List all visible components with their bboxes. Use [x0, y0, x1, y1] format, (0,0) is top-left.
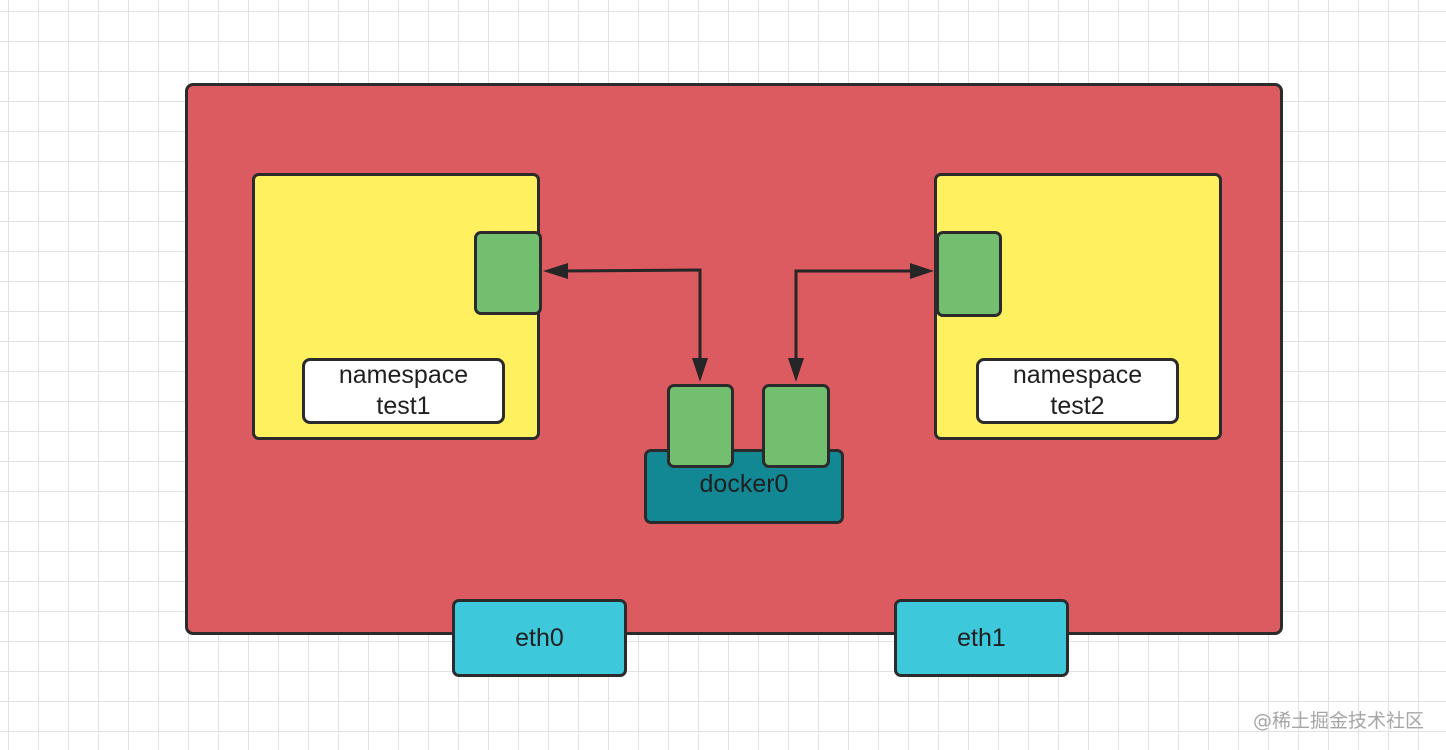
bridge-port-right	[762, 384, 830, 468]
eth1-nic: eth1	[894, 599, 1069, 677]
namespace-test2-label-line2: test2	[1050, 392, 1105, 420]
namespace-test1-label-line1: namespace	[338, 361, 469, 389]
eth1-label: eth1	[957, 623, 1006, 652]
docker0-bridge-label: docker0	[699, 470, 789, 498]
namespace-test2-label: namespace test2	[976, 358, 1179, 424]
eth0-label: eth0	[515, 623, 564, 652]
eth0-nic: eth0	[452, 599, 627, 677]
namespace-test2-label-line1: namespace	[1012, 361, 1143, 389]
watermark: @稀土掘金技术社区	[1252, 710, 1424, 732]
veth-port-test1	[474, 231, 542, 315]
veth-port-test2	[936, 231, 1002, 317]
namespace-test1-label-line2: test1	[376, 392, 431, 420]
bridge-port-left	[667, 384, 734, 468]
namespace-test1-label: namespace test1	[302, 358, 505, 424]
